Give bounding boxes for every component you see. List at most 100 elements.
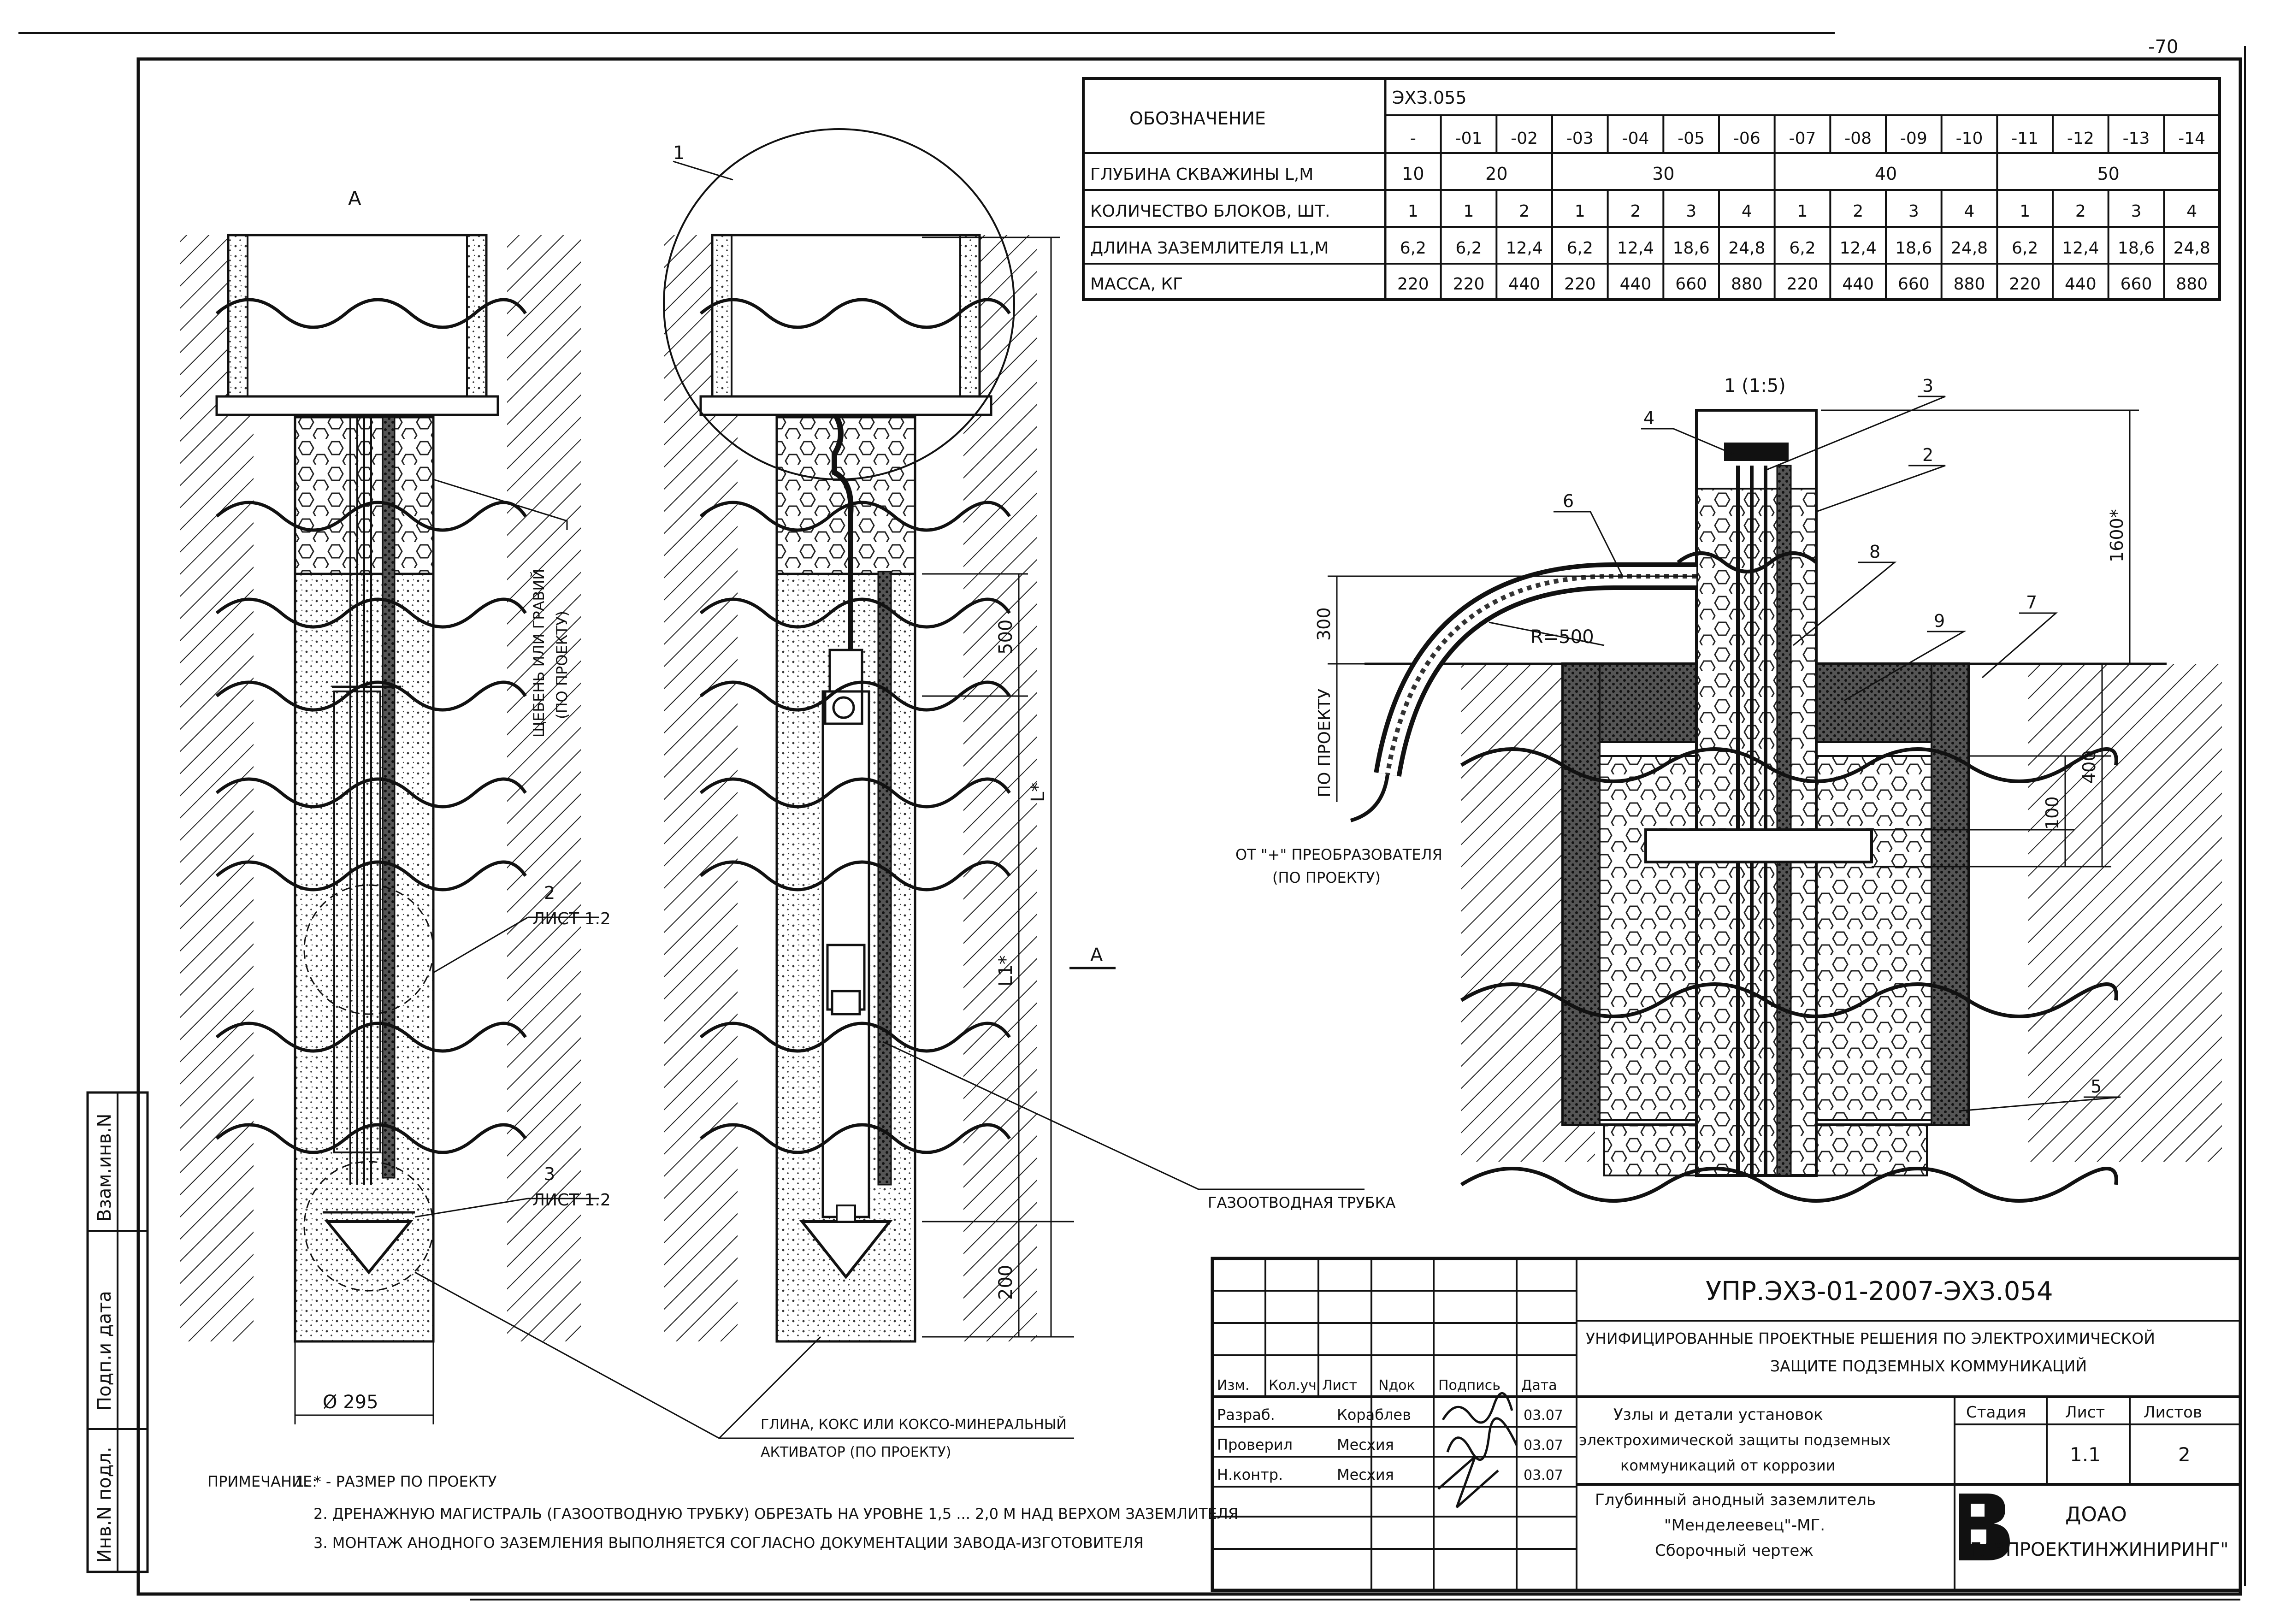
cell-value: 660 — [1675, 275, 1707, 294]
cell-value: 6,2 — [1789, 239, 1815, 258]
detail-ref-3: 3 — [1922, 376, 1933, 396]
detail-ref-2: 2 — [1922, 445, 1933, 465]
stamp-vzam-inv: Взам.инв.N — [94, 1114, 115, 1222]
cell-value: 24,8 — [2174, 239, 2210, 258]
tb-name-2: Месхия — [1337, 1466, 1394, 1483]
row-label: ГЛУБИНА СКВАЖИНЫ L,М — [1090, 165, 1313, 184]
gravel-note-2: (ПО ПРОЕКТУ) — [553, 611, 571, 719]
cell-value: 440 — [1508, 275, 1540, 294]
tb-h-kol: Кол.уч — [1269, 1377, 1317, 1394]
tb-role-2: Н.контр. — [1217, 1466, 1283, 1483]
from-converter-1: ОТ "+" ПРЕОБРАЗОВАТЕЛЯ — [1235, 846, 1442, 863]
sheet-value: 1.1 — [2070, 1443, 2101, 1466]
cell-value: 24,8 — [1728, 239, 1765, 258]
cell-value: 220 — [1787, 275, 1819, 294]
cell-value: 12,4 — [1840, 239, 1877, 258]
break-lines-a — [215, 298, 527, 1154]
detail-1-view: 1 (1:5) — [1235, 375, 2222, 1203]
note-2: 2. ДРЕНАЖНУЮ МАГИСТРАЛЬ (ГАЗООТВОДНУЮ ТР… — [313, 1505, 1238, 1523]
org-2: "ГАЗПРОЕКТИНЖИНИРИНГ" — [1961, 1539, 2229, 1560]
cell-value: 18,6 — [1895, 239, 1932, 258]
depth-value: 50 — [2097, 164, 2119, 184]
tb-date-2: 03.07 — [1524, 1467, 1563, 1483]
tb-date-0: 03.07 — [1524, 1407, 1563, 1423]
sheet-title-3: Сборочный чертеж — [1655, 1541, 1814, 1560]
cell-value: 6,2 — [1455, 239, 1482, 258]
cell-value: 3 — [1908, 202, 1919, 221]
row-label: ДЛИНА ЗАЗЕМЛИТЕЛЯ L1,М — [1090, 239, 1329, 258]
detail-crossbar — [1644, 828, 1873, 863]
cell-value: 18,6 — [2118, 239, 2155, 258]
detail-ref-7: 7 — [2026, 592, 2037, 613]
cell-value: 6,2 — [2012, 239, 2038, 258]
detail-circle-2 — [303, 884, 434, 1015]
view-a-label: А — [348, 187, 361, 210]
tb-name-1: Месхия — [1337, 1436, 1394, 1453]
borehole-section-a: А — [180, 187, 611, 1424]
dim-300: 300 — [1314, 607, 1334, 641]
tb-role-0: Разраб. — [1217, 1406, 1275, 1423]
dim-L: L* — [1028, 783, 1049, 802]
table-header-label: ОБОЗНАЧЕНИЕ — [1129, 108, 1266, 129]
stamp-podp-data: Подп.и дата — [94, 1291, 115, 1411]
cell-value: 660 — [1898, 275, 1930, 294]
detail-ref-4: 4 — [1643, 408, 1654, 428]
signature-2 — [1446, 1417, 1518, 1461]
dim-200: 200 — [995, 1265, 1016, 1300]
section-marker: А — [1090, 945, 1103, 966]
variant-code: -14 — [2178, 129, 2205, 148]
tb-h-ndok: Nдок — [1378, 1377, 1415, 1394]
page-number: -70 — [2148, 36, 2178, 58]
variant-code: -03 — [1566, 129, 1594, 148]
ref-2-label: 2 — [544, 883, 555, 903]
cell-value: 2 — [1630, 202, 1641, 221]
variant-code: -06 — [1733, 129, 1760, 148]
cell-value: 880 — [1954, 275, 1985, 294]
callout-1-label: 1 — [673, 142, 685, 164]
detail-ref-6: 6 — [1563, 491, 1574, 511]
po-proektu-label: ПО ПРОЕКТУ — [1315, 689, 1334, 797]
depth-value: 10 — [1402, 164, 1424, 184]
cell-value: 1 — [1408, 202, 1418, 221]
detail-title: 1 (1:5) — [1724, 375, 1786, 396]
row-label: МАССА, КГ — [1090, 275, 1183, 294]
depth-value: 40 — [1875, 164, 1897, 184]
project-line2: ЗАЩИТЕ ПОДЗЕМНЫХ КОММУНИКАЦИЙ — [1770, 1357, 2087, 1375]
sheets-value: 2 — [2178, 1443, 2191, 1466]
soil-left-a — [180, 235, 254, 1341]
cell-value: 220 — [1453, 275, 1485, 294]
activator-line2: АКТИВАТОР (ПО ПРОЕКТУ) — [761, 1444, 951, 1460]
variant-code: -10 — [1956, 129, 1983, 148]
dim-100: 100 — [2042, 796, 2062, 830]
section-line3: коммуникаций от коррозии — [1620, 1457, 1835, 1474]
variant-code: -13 — [2123, 129, 2150, 148]
detail-circle-1 — [663, 128, 1015, 480]
cell-value: 880 — [2176, 275, 2208, 294]
cell-value: 24,8 — [1951, 239, 1988, 258]
cell-value: 440 — [2065, 275, 2097, 294]
cell-value: 220 — [2009, 275, 2041, 294]
cell-value: 660 — [2121, 275, 2152, 294]
variant-code: -07 — [1789, 129, 1816, 148]
cell-value: 3 — [1686, 202, 1696, 221]
depth-value: 20 — [1485, 164, 1507, 184]
variant-code: -12 — [2067, 129, 2094, 148]
soil-right-a — [507, 235, 581, 1341]
gas-tube-a — [382, 416, 396, 1179]
cell-value: 1 — [1797, 202, 1808, 221]
borehole-section-main: 1 500 L* L1* 200 А ГАЗООТВОДНАЯ ТРУБКА Г… — [414, 128, 1395, 1460]
org-logo — [1959, 1494, 2010, 1560]
cell-value: 440 — [1620, 275, 1652, 294]
ref-3-sheet: ЛИСТ 1.2 — [532, 1191, 611, 1210]
cell-value: 12,4 — [1506, 239, 1543, 258]
variant-code: -09 — [1900, 129, 1927, 148]
cell-value: 440 — [1842, 275, 1874, 294]
cell-value: 1 — [1575, 202, 1585, 221]
variant-code: -01 — [1455, 129, 1483, 148]
cell-value: 4 — [1964, 202, 1975, 221]
variant-code: -02 — [1511, 129, 1538, 148]
tb-name-0: Кораблев — [1337, 1406, 1411, 1423]
sheet-title-1: Глубинный анодный заземлитель — [1595, 1491, 1876, 1509]
sheet-frame — [18, 32, 2246, 1600]
